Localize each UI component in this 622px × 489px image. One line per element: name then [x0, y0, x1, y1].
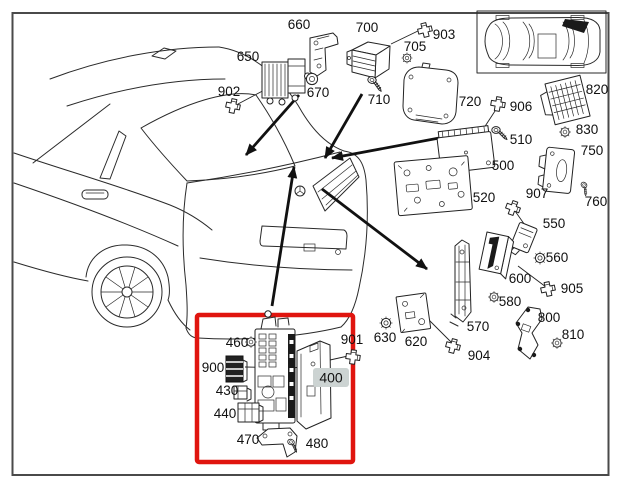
part-label-906[interactable]: 906: [510, 99, 533, 114]
part-label-470[interactable]: 470: [237, 432, 260, 447]
part-label-630[interactable]: 630: [374, 330, 397, 345]
part-label-830[interactable]: 830: [576, 122, 599, 137]
diagram-frame: [11, 12, 610, 476]
part-label-520[interactable]: 520: [473, 190, 496, 205]
part-630-icon: [379, 316, 393, 330]
car-drawing: [13, 46, 368, 340]
part-620-icon: [395, 292, 432, 334]
part-label-500[interactable]: 500: [492, 158, 515, 173]
part-label-800[interactable]: 800: [538, 310, 561, 325]
part-label-720[interactable]: 720: [459, 94, 482, 109]
part-label-904[interactable]: 904: [468, 348, 491, 363]
mercedes-star-emblem: [294, 185, 306, 197]
part-label-905[interactable]: 905: [561, 281, 584, 296]
part-430-icon: [233, 385, 252, 402]
part-label-705[interactable]: 705: [404, 39, 427, 54]
part-670-icon: [305, 72, 319, 86]
part-750-icon: [537, 146, 576, 194]
part-label-750[interactable]: 750: [581, 143, 604, 158]
part-label-550[interactable]: 550: [543, 216, 566, 231]
part-700-icon: [346, 41, 391, 79]
location-highlight: [562, 19, 589, 33]
leader-arrows: [244, 93, 451, 307]
part-label-430[interactable]: 430: [216, 383, 239, 398]
part-label-620[interactable]: 620: [405, 334, 428, 349]
part-650-icon: [261, 58, 311, 106]
part-830-icon: [558, 125, 572, 139]
part-label-902[interactable]: 902: [218, 84, 241, 99]
locator-thumbnail: [476, 10, 607, 74]
part-720-icon: [402, 62, 459, 125]
part-900-icon: [225, 355, 248, 383]
part-label-580[interactable]: 580: [499, 294, 522, 309]
part-label-907[interactable]: 907: [526, 186, 549, 201]
part-label-600[interactable]: 600: [509, 271, 532, 286]
part-440-icon: [237, 402, 264, 423]
part-label-820[interactable]: 820: [586, 82, 609, 97]
part-label-560[interactable]: 560: [546, 250, 569, 265]
part-label-650[interactable]: 650: [237, 49, 260, 64]
part-labels: 650 660 902 670 700 705 903 710 720 906 …: [202, 17, 609, 451]
part-550-icon: [509, 222, 538, 256]
part-520-icon: [393, 155, 473, 217]
part-470-icon: [256, 427, 298, 458]
part-label-700[interactable]: 700: [356, 20, 379, 35]
part-label-570[interactable]: 570: [467, 319, 490, 334]
part-600-icon: [478, 231, 515, 280]
part-705-icon: [401, 52, 413, 64]
part-820-icon: [540, 74, 591, 126]
part-label-900[interactable]: 900: [202, 360, 225, 375]
part-560-icon: [533, 251, 547, 265]
part-label-400: 400: [319, 370, 343, 386]
part-label-901[interactable]: 901: [341, 332, 364, 347]
part-800-icon: [515, 306, 543, 360]
part-label-670[interactable]: 670: [307, 85, 330, 100]
part-label-760[interactable]: 760: [585, 194, 608, 209]
part-660-icon: [309, 32, 339, 77]
part-label-810[interactable]: 810: [562, 327, 585, 342]
part-label-660[interactable]: 660: [288, 17, 311, 32]
part-label-480[interactable]: 480: [306, 436, 329, 451]
part-570-icon: [449, 239, 472, 327]
part-label-440[interactable]: 440: [214, 406, 237, 421]
rear-wheel: [91, 256, 163, 328]
part-label-460[interactable]: 460: [226, 335, 249, 350]
part-label-903[interactable]: 903: [433, 27, 456, 42]
highlighted-part-badge[interactable]: 400: [313, 368, 349, 387]
highlight-red-box: [194, 312, 356, 465]
part-label-710[interactable]: 710: [368, 92, 391, 107]
part-label-510[interactable]: 510: [510, 132, 533, 147]
